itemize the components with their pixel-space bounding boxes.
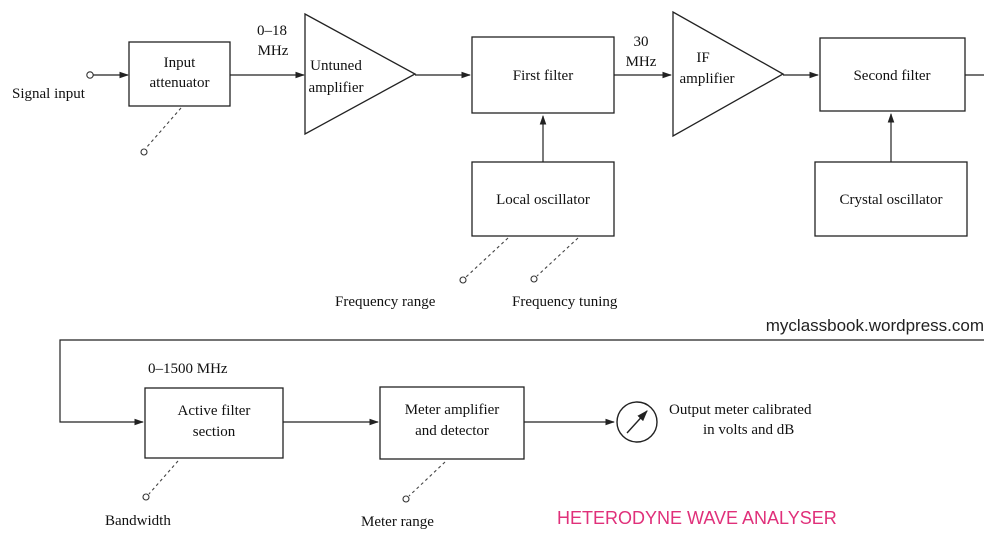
wire-top-to-active-filter [59,339,984,426]
active-filter-label-1: Active filter [178,403,251,419]
diagram-caption: HETERODYNE WAVE ANALYSER [557,508,837,528]
frequency-range-knob [459,276,467,284]
local-oscillator-label: Local oscillator [496,192,590,208]
second-filter-label: Second filter [853,68,930,84]
frequency-tuning-knob [530,275,538,283]
freq-0-18-label-2: MHz [258,43,289,59]
meter-range-linkage [408,461,446,497]
untuned-amplifier-label-2: amplifier [309,80,364,96]
bandwidth-linkage [148,460,179,495]
local-oscillator-block [471,161,615,237]
freq-30-label-2: MHz [626,54,657,70]
frequency-range-label: Frequency range [335,294,436,310]
input-attenuator-block [128,41,231,107]
bandwidth-knob [142,493,150,501]
first-filter-block [471,36,615,114]
crystal-oscillator-label: Crystal oscillator [840,192,943,208]
attenuator-control-linkage [145,107,182,149]
if-amplifier-block [672,10,785,138]
input-attenuator-label-1: Input [164,55,196,71]
meter-amplifier-label-2: and detector [415,423,489,439]
bandwidth-label: Bandwidth [105,513,171,529]
meter-range-label: Meter range [361,514,434,530]
signal-input-terminal [86,71,94,79]
frequency-range-linkage [465,237,509,278]
if-amplifier-label-2: amplifier [680,71,735,87]
active-filter-block [144,387,284,459]
output-meter-label-1: Output meter calibrated [669,402,812,418]
active-filter-label-2: section [193,424,236,440]
output-meter-label-2: in volts and dB [703,422,794,438]
frequency-tuning-label: Frequency tuning [512,294,618,310]
input-attenuator-label-2: attenuator [150,75,210,91]
if-amplifier-label-1: IF [696,50,709,66]
second-filter-block [819,37,966,112]
freq-30-label-1: 30 [634,34,649,50]
crystal-oscillator-block [814,161,968,237]
meter-amplifier-block [379,386,525,460]
frequency-tuning-linkage [536,237,579,277]
meter-amplifier-label-1: Meter amplifier [405,402,500,418]
untuned-amplifier-block [304,12,417,136]
signal-input-label: Signal input [12,86,86,102]
attenuator-control-knob [140,148,148,156]
freq-0-1500-label: 0–1500 MHz [148,361,228,377]
untuned-amplifier-label-1: Untuned [310,58,362,74]
freq-0-18-label-1: 0–18 [257,23,287,39]
first-filter-label: First filter [513,68,573,84]
meter-range-knob [402,495,410,503]
output-meter-needle [626,410,648,434]
watermark-text: myclassbook.wordpress.com [766,316,984,335]
